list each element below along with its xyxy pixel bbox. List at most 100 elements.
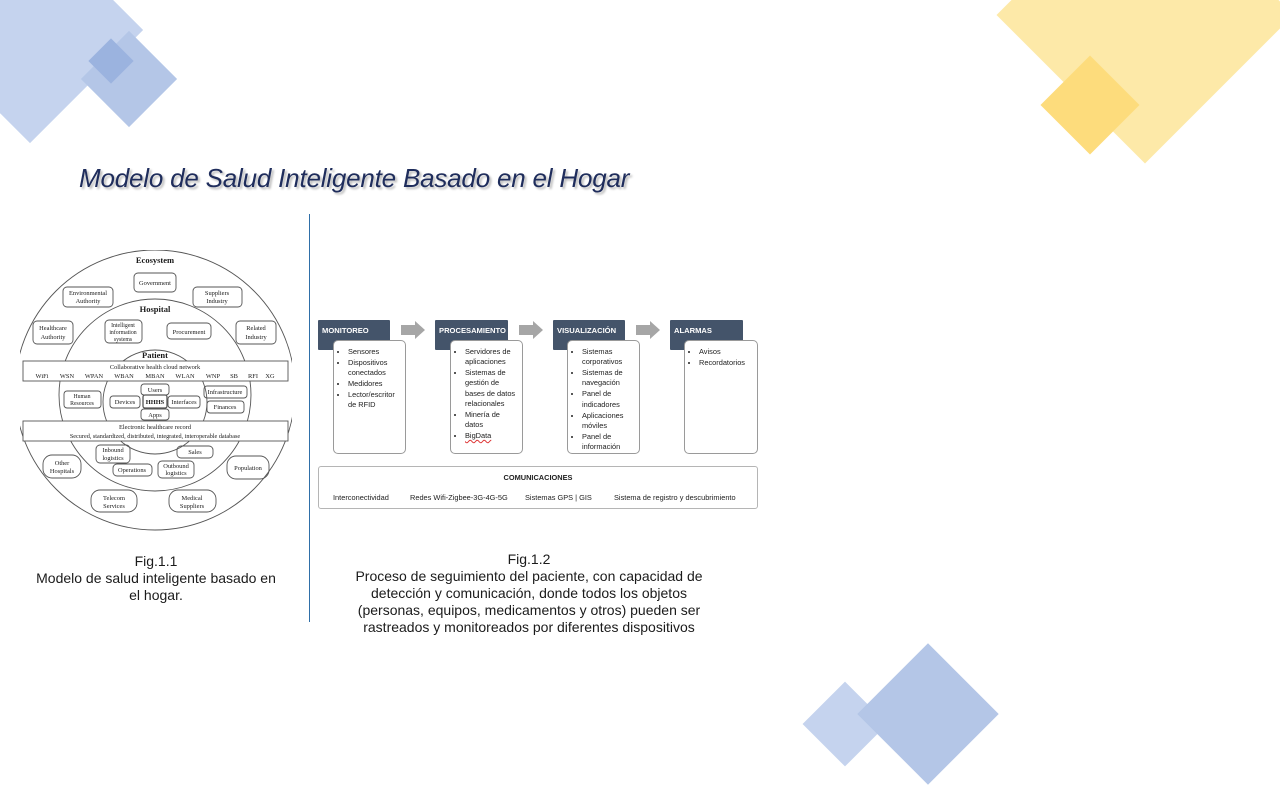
list-item: Sistemas de gestión de bases de datos re… — [465, 368, 518, 409]
flow-arrow-icon — [636, 321, 660, 339]
fig2-caption-text-3: (personas, equipos, medicamentos y otros… — [357, 602, 701, 618]
hhhs-label: HHHS — [146, 399, 165, 406]
divider-line — [309, 214, 310, 622]
other-hospitals-label-1: Other — [55, 460, 70, 467]
communications-box: COMUNICACIONES Interconectividad Redes W… — [318, 466, 758, 509]
list-item: Lector/escritor de RFID — [348, 390, 401, 411]
fig2-caption-text-4: rastreados y monitoreados por diferentes… — [363, 619, 695, 635]
procurement-label: Procurement — [173, 329, 206, 336]
network-wnp: WNP — [206, 373, 221, 380]
network-wsn: WSN — [60, 373, 75, 380]
human-resources-label-1: Human — [73, 394, 90, 400]
network-sb: SB — [230, 373, 238, 380]
intelligent-label-2: information — [109, 329, 136, 336]
infrastructure-label: Infrastructure — [208, 389, 243, 396]
inbound-label-2: logistics — [102, 455, 124, 462]
decor-diamond-blue-bottom-2 — [857, 643, 999, 785]
telecom-box — [90, 489, 138, 513]
telecom-label-2: Services — [103, 503, 125, 510]
devices-box — [109, 395, 141, 409]
telecom-label-1: Telecom — [103, 495, 125, 502]
fig1-caption-label: Fig.1.1 — [134, 553, 178, 569]
list-item: Sistemas de navegación — [582, 368, 635, 389]
interfaces-box — [167, 395, 201, 409]
stage-box-monitoreo: Sensores Dispositivos conectados Medidor… — [333, 340, 406, 454]
suppliers-label-1: Suppliers — [205, 290, 230, 297]
medical-suppliers-label-2: Suppliers — [180, 503, 205, 510]
cloud-network-band — [22, 360, 289, 382]
stage-box-procesamiento: Servidores de aplicaciones Sistemas de g… — [450, 340, 523, 454]
interfaces-label: Interfaces — [171, 399, 197, 406]
finances-label: Finances — [214, 404, 237, 411]
env-authority-box — [62, 286, 114, 308]
ecosystem-label: Ecosystem — [136, 255, 174, 265]
list-item: Sistemas corporativos — [582, 347, 635, 368]
health-authority-label-1: Healthcare — [39, 325, 67, 332]
health-authority-label-2: Authority — [41, 334, 67, 341]
population-label: Population — [234, 465, 262, 472]
infrastructure-box — [203, 385, 248, 399]
users-label: Users — [148, 387, 163, 394]
cloud-network-label: Collaborative health cloud network — [110, 364, 201, 371]
intelligent-label-1: Intelligent — [111, 323, 135, 329]
sales-box — [176, 445, 214, 459]
list-item: Sensores — [348, 347, 401, 357]
government-box — [133, 272, 177, 293]
communications-item: Sistemas GPS | GIS — [525, 493, 592, 502]
flow-arrow-icon — [519, 321, 543, 339]
sales-label: Sales — [188, 449, 202, 456]
related-industry-box — [235, 320, 277, 345]
intelligent-label-3: systems — [114, 337, 133, 343]
suppliers-box — [192, 286, 243, 308]
operations-box — [112, 463, 153, 477]
network-rfi: RFI — [248, 373, 258, 380]
hhhs-box — [142, 394, 168, 409]
operations-label: Operations — [118, 467, 147, 474]
outbound-label-2: logistics — [165, 470, 187, 477]
procurement-box — [166, 322, 212, 340]
flow-arrow-icon — [401, 321, 425, 339]
ecosystem-ring — [20, 250, 292, 531]
list-item: Aplicaciones móviles — [582, 411, 635, 432]
health-authority-box — [32, 320, 74, 345]
list-item: Minería de datos — [465, 410, 518, 431]
intelligent-systems-box — [104, 319, 143, 344]
apps-label: Apps — [148, 412, 162, 419]
communications-item: Redes Wifi-Zigbee-3G-4G-5G — [410, 493, 508, 502]
medical-suppliers-label-1: Medical — [182, 495, 203, 502]
network-wpan: WPAN — [85, 373, 104, 380]
outbound-box — [157, 460, 195, 479]
medical-suppliers-box — [168, 489, 217, 513]
fig2-caption-text-1: Proceso de seguimiento del paciente, con… — [355, 568, 703, 584]
fig2-caption: Fig.1.2 Proceso de seguimiento del pacie… — [329, 551, 729, 636]
env-authority-label-1: Environmental — [69, 290, 107, 297]
hospital-label: Hospital — [140, 304, 171, 314]
healthcare-ecosystem-diagram: Ecosystem Hospital Patient Government Su… — [20, 250, 292, 531]
apps-box — [140, 408, 170, 421]
ehr-label-1: Electronic healthcare record — [119, 424, 192, 431]
fig1-caption: Fig.1.1 Modelo de salud inteligente basa… — [20, 553, 292, 604]
fig2-caption-text-2: detección y comunicación, donde todos lo… — [371, 585, 687, 601]
hospital-ring — [58, 298, 252, 492]
list-item: Panel de indicadores — [582, 389, 635, 410]
list-item: Panel de información — [582, 432, 635, 453]
communications-item: Sistema de registro y descubrimiento — [614, 493, 736, 502]
bigdata-text: BigData — [465, 431, 492, 441]
human-resources-label-2: Resources — [70, 401, 95, 407]
list-item: Dispositivos conectados — [348, 358, 401, 379]
ehr-label-2: Secured, standardized, distributed, inte… — [70, 433, 241, 440]
communications-title: COMUNICACIONES — [503, 473, 573, 482]
related-industry-label-2: Industry — [245, 334, 267, 341]
stage-box-visualizacion: Sistemas corporativos Sistemas de navega… — [567, 340, 640, 454]
env-authority-label-2: Authority — [76, 298, 102, 305]
communications-item: Interconectividad — [333, 493, 389, 502]
list-item: Avisos — [699, 347, 753, 357]
list-item: Medidores — [348, 379, 401, 389]
list-item: BigData — [465, 431, 518, 441]
outbound-label-1: Outbound — [163, 463, 189, 470]
slide-title: Modelo de Salud Inteligente Basado en el… — [79, 163, 630, 193]
fig1-caption-text-2: el hogar. — [129, 587, 183, 603]
inbound-box — [95, 444, 131, 464]
patient-label: Patient — [142, 350, 168, 360]
network-xg: XG — [265, 373, 275, 380]
